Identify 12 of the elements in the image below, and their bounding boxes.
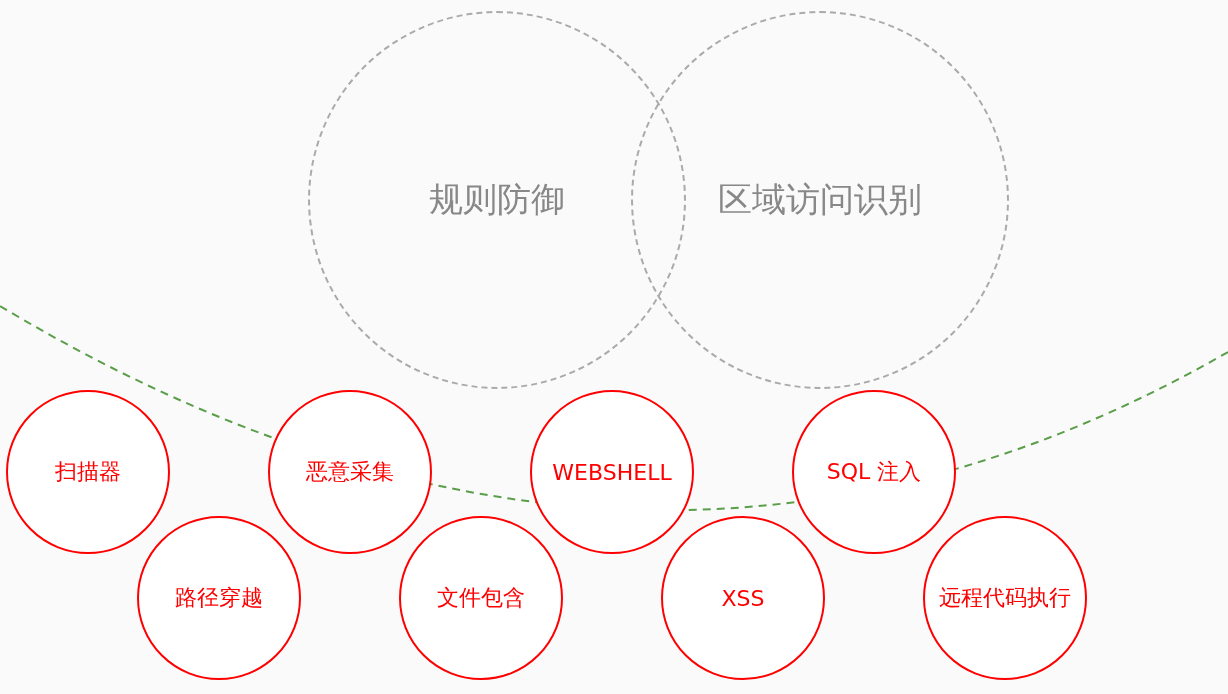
- circle-label: 区域访问识别: [718, 178, 922, 221]
- circle-label: XSS: [721, 585, 765, 611]
- circle-label: 路径穿越: [175, 584, 263, 612]
- circle-label: 远程代码执行: [939, 584, 1071, 612]
- circle-label: SQL 注入: [826, 458, 922, 486]
- circle-label: 文件包含: [437, 584, 525, 612]
- circle-label: WEBSHELL: [552, 459, 672, 485]
- dashed-circle: [308, 11, 686, 389]
- dashed-circle: [631, 11, 1009, 389]
- circle-label: 恶意采集: [306, 458, 394, 486]
- circle-label: 扫描器: [55, 458, 121, 486]
- circle-label: 规则防御: [429, 178, 565, 221]
